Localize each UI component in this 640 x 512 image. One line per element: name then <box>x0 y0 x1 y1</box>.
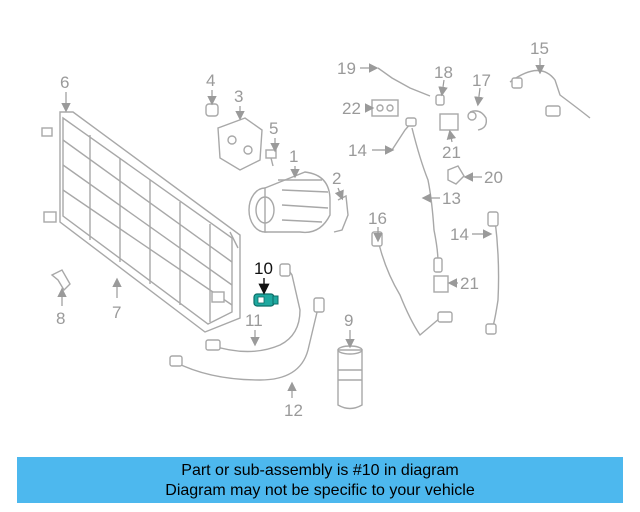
callout-2: 2 <box>332 169 341 188</box>
callout-16: 16 <box>368 209 387 228</box>
callout-3: 3 <box>234 87 243 106</box>
kit-21-upper[interactable] <box>439 113 459 131</box>
callout-8: 8 <box>56 309 65 328</box>
bracket-3[interactable] <box>217 117 263 171</box>
nut-4[interactable] <box>205 103 219 117</box>
condenser[interactable] <box>41 111 241 333</box>
callout-20: 20 <box>484 168 503 187</box>
hose-13[interactable] <box>411 127 443 273</box>
hose-14-right[interactable] <box>485 211 500 335</box>
callout-7: 7 <box>112 303 121 322</box>
fitting-20[interactable] <box>447 165 465 185</box>
callout-21-upper: 21 <box>442 143 461 162</box>
callout-10: 10 <box>254 259 273 278</box>
compressor[interactable] <box>248 171 331 234</box>
callout-9: 9 <box>344 311 353 330</box>
hose-12[interactable] <box>169 297 325 381</box>
pressure-switch-10[interactable] <box>253 293 279 307</box>
bracket-8[interactable] <box>50 269 71 292</box>
hose-14-upper[interactable] <box>391 117 417 151</box>
callout-15: 15 <box>530 39 549 58</box>
bracket-2[interactable] <box>333 194 349 233</box>
fitting-17[interactable] <box>467 110 488 131</box>
callout-4: 4 <box>206 71 215 90</box>
callout-6: 6 <box>60 73 69 92</box>
valve-18[interactable] <box>435 94 445 106</box>
callout-14-upper: 14 <box>348 141 367 160</box>
callout-11: 11 <box>245 311 263 330</box>
leader-lines <box>57 58 545 398</box>
receiver-drier-9[interactable] <box>337 345 363 410</box>
callout-12: 12 <box>284 401 303 420</box>
hose-11[interactable] <box>205 263 301 353</box>
info-banner: Part or sub-assembly is #10 in diagram D… <box>17 457 623 503</box>
parts-diagram: 6 7 8 4 3 5 1 2 10 11 12 9 16 13 14 14 1… <box>41 39 591 420</box>
kit-21-lower[interactable] <box>433 275 449 293</box>
banner-line-2: Diagram may not be specific to your vehi… <box>165 482 475 499</box>
bolt-5[interactable] <box>265 149 277 167</box>
callout-5: 5 <box>269 119 278 138</box>
callout-17: 17 <box>472 71 491 90</box>
callout-19: 19 <box>337 59 356 78</box>
callout-22: 22 <box>342 99 361 118</box>
callout-18: 18 <box>434 63 453 82</box>
callout-21-lower: 21 <box>460 274 479 293</box>
line-15[interactable] <box>509 69 591 119</box>
callout-1: 1 <box>289 147 298 166</box>
kit-22[interactable] <box>371 99 399 117</box>
callout-13: 13 <box>442 189 461 208</box>
callout-14-right: 14 <box>450 225 469 244</box>
line-19[interactable] <box>377 67 431 97</box>
banner-line-1: Part or sub-assembly is #10 in diagram <box>181 462 459 479</box>
